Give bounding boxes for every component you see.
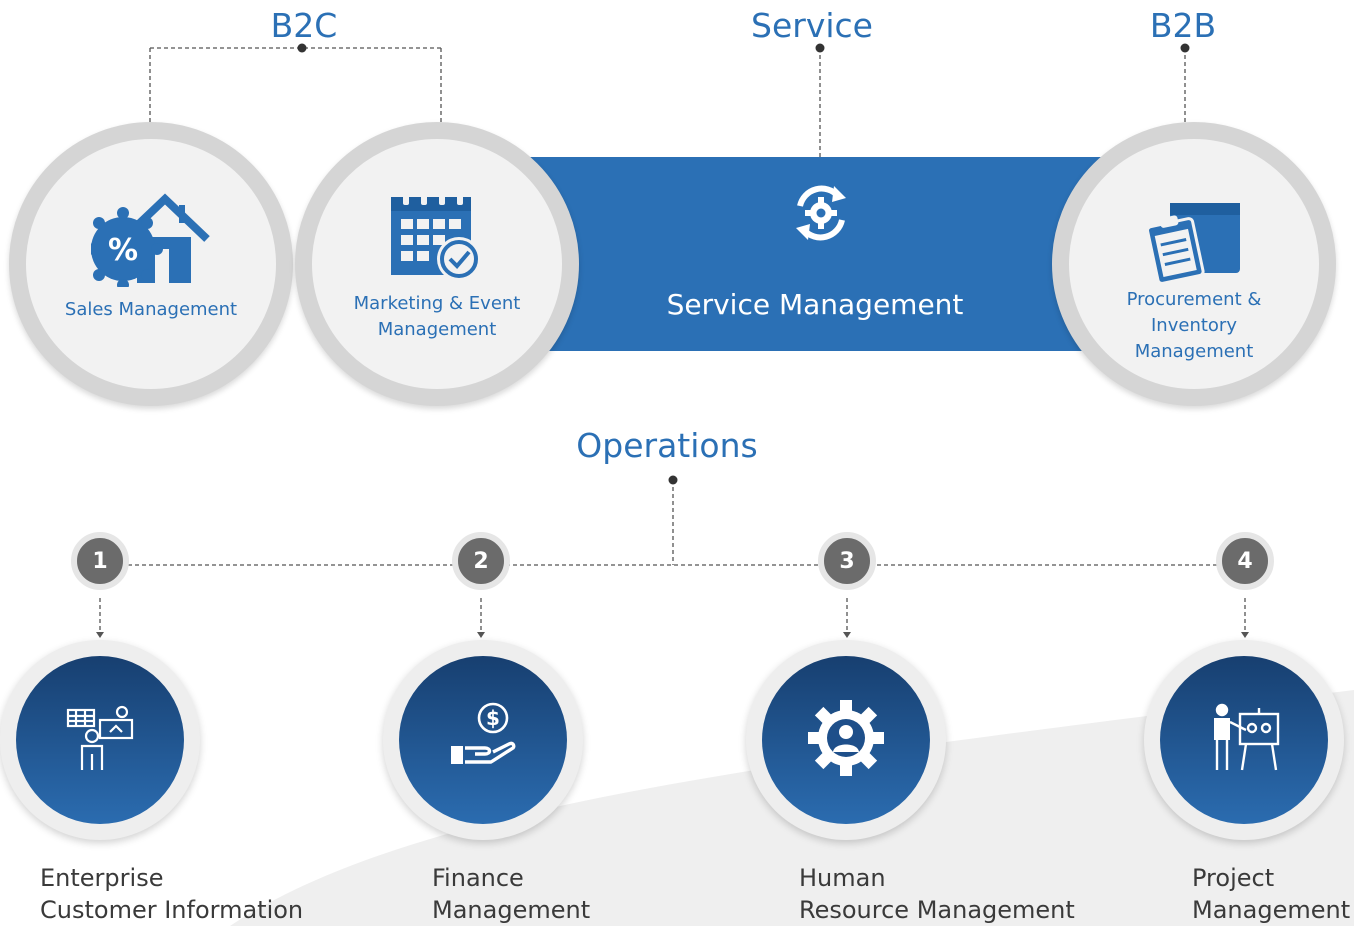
gear-cycle-icon: [790, 182, 852, 248]
service-heading: Service: [751, 6, 873, 45]
operation-circle-finance[interactable]: $: [383, 640, 583, 840]
hr-label-line1: Human: [799, 864, 886, 892]
enterprise-label-line1: Enterprise: [40, 864, 164, 892]
procurement-inventory-circle[interactable]: Procurement & Inventory Management: [1052, 122, 1336, 406]
operation-circle-enterprise[interactable]: [0, 640, 200, 840]
enterprise-label: Enterprise Customer Information: [40, 862, 303, 926]
operation-circle-project[interactable]: [1144, 640, 1344, 840]
procurement-label-line3: Management: [1134, 341, 1254, 362]
calendar-check-icon: [387, 187, 487, 287]
finance-label-line1: Finance: [432, 864, 524, 892]
operations-heading: Operations: [576, 426, 758, 465]
sales-management-circle[interactable]: % Sales Management: [9, 122, 293, 406]
svg-text:$: $: [486, 706, 500, 730]
enterprise-label-line2: Customer Information: [40, 896, 304, 924]
step-badge-2: 2: [452, 532, 510, 590]
b2b-heading: B2B: [1149, 6, 1217, 45]
finance-label: Finance Management: [432, 862, 590, 926]
finance-label-line2: Management: [432, 896, 591, 924]
service-management-label: Service Management: [666, 288, 964, 321]
customer-desk-icon: [64, 702, 136, 778]
hand-coin-icon: $: [447, 702, 519, 778]
gear-person-icon: [806, 698, 886, 782]
project-label: Project Management: [1192, 862, 1350, 926]
marketing-event-label-line1: Marketing & Event: [353, 293, 521, 314]
presenter-board-icon: [1206, 700, 1282, 780]
procurement-label-line2: Inventory: [1151, 315, 1237, 336]
b2c-heading: B2C: [270, 6, 338, 45]
marketing-event-label-line2: Management: [377, 319, 497, 340]
procurement-label-line1: Procurement &: [1126, 289, 1262, 310]
box-clipboard-icon: [1144, 199, 1244, 289]
project-label-line1: Project: [1192, 864, 1275, 892]
step-badge-3: 3: [818, 532, 876, 590]
marketing-event-circle[interactable]: Marketing & Event Management: [295, 122, 579, 406]
hr-label: Human Resource Management: [799, 862, 1075, 926]
house-percent-icon: %: [83, 187, 211, 291]
step-badge-4: 4: [1216, 532, 1274, 590]
project-label-line2: Management: [1192, 896, 1351, 924]
step-badge-1: 1: [71, 532, 129, 590]
sales-management-label: Sales Management: [64, 299, 238, 320]
hr-label-line2: Resource Management: [799, 896, 1075, 924]
svg-text:%: %: [108, 233, 138, 268]
operation-circle-hr[interactable]: [746, 640, 946, 840]
